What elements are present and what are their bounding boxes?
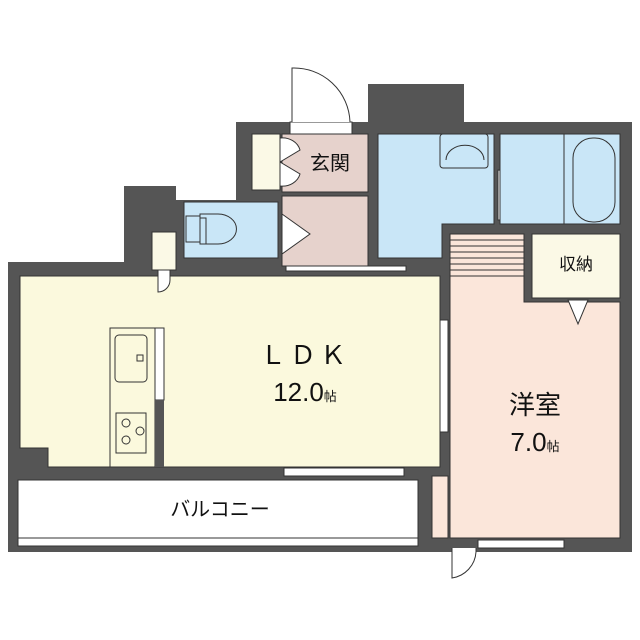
western-room-size-unit: 帖 [546,440,560,455]
western-room-size: 7.0帖 [480,428,590,457]
entrance-label: 玄関 [310,151,350,175]
ldk-floor [19,275,441,468]
balcony-label: バルコニー [170,497,270,521]
ldk-size-value: 12.0 [273,377,324,407]
ldk-size: 12.0帖 [240,378,370,407]
western-room-size-value: 7.0 [510,427,547,457]
balcony-area [17,479,419,547]
ldk-size-unit: 帖 [323,390,337,405]
western-room-label: 洋室 [508,391,561,421]
shoe-closet [251,133,281,191]
storage-closet [531,233,621,299]
ldk-label: ＬＤＫ [259,341,350,371]
storage-label: 収納 [559,255,593,275]
sink [114,334,148,383]
western-room-floor [449,275,621,539]
stove [115,412,147,454]
